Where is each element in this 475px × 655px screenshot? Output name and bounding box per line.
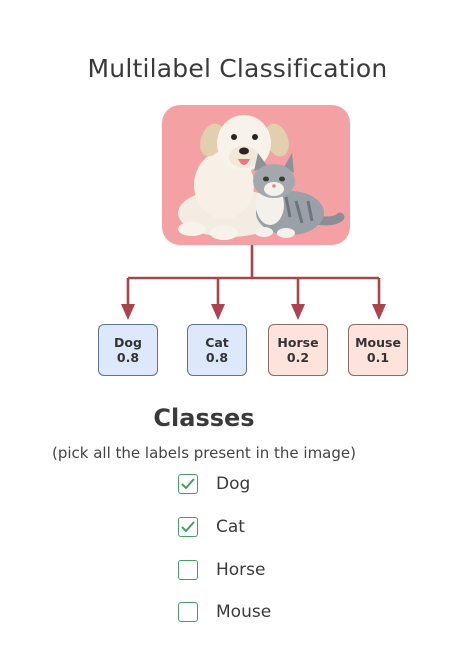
arrowhead-dog	[121, 304, 135, 320]
prediction-score: 0.1	[366, 350, 390, 365]
class-label-mouse: Mouse	[216, 602, 272, 622]
prediction-label: Cat	[205, 335, 229, 350]
prediction-label: Dog	[114, 335, 142, 350]
checkbox-dog[interactable]	[178, 474, 198, 494]
class-option-horse[interactable]: Horse	[178, 558, 266, 582]
prediction-box-mouse: Mouse 0.1	[348, 324, 408, 376]
class-option-mouse[interactable]: Mouse	[178, 600, 271, 624]
checkmark-icon	[181, 478, 195, 489]
class-label-cat: Cat	[216, 517, 245, 537]
prediction-box-horse: Horse 0.2	[268, 324, 328, 376]
class-option-cat[interactable]: Cat	[178, 515, 245, 539]
arrowhead-horse	[291, 304, 305, 320]
checkbox-horse[interactable]	[178, 560, 198, 580]
checkbox-cat[interactable]	[178, 517, 198, 537]
prediction-score: 0.8	[116, 350, 140, 365]
diagram-title: Multilabel Classification	[87, 54, 388, 83]
prediction-label: Horse	[277, 335, 319, 350]
checkmark-icon	[181, 521, 195, 532]
arrowhead-mouse	[372, 304, 386, 320]
classes-instructions: (pick all the labels present in the imag…	[52, 444, 356, 462]
checkbox-mouse[interactable]	[178, 602, 198, 622]
pet-illustration	[162, 105, 350, 245]
prediction-box-cat: Cat 0.8	[187, 324, 247, 376]
class-option-dog[interactable]: Dog	[178, 472, 250, 496]
arrowhead-cat	[211, 304, 225, 320]
class-label-dog: Dog	[216, 474, 251, 494]
prediction-score: 0.2	[286, 350, 310, 365]
class-label-horse: Horse	[216, 560, 266, 580]
prediction-box-dog: Dog 0.8	[98, 324, 158, 376]
prediction-score: 0.8	[205, 350, 229, 365]
classes-heading: Classes	[153, 404, 255, 432]
dog-and-cat-image	[162, 105, 350, 245]
prediction-label: Mouse	[355, 335, 401, 350]
